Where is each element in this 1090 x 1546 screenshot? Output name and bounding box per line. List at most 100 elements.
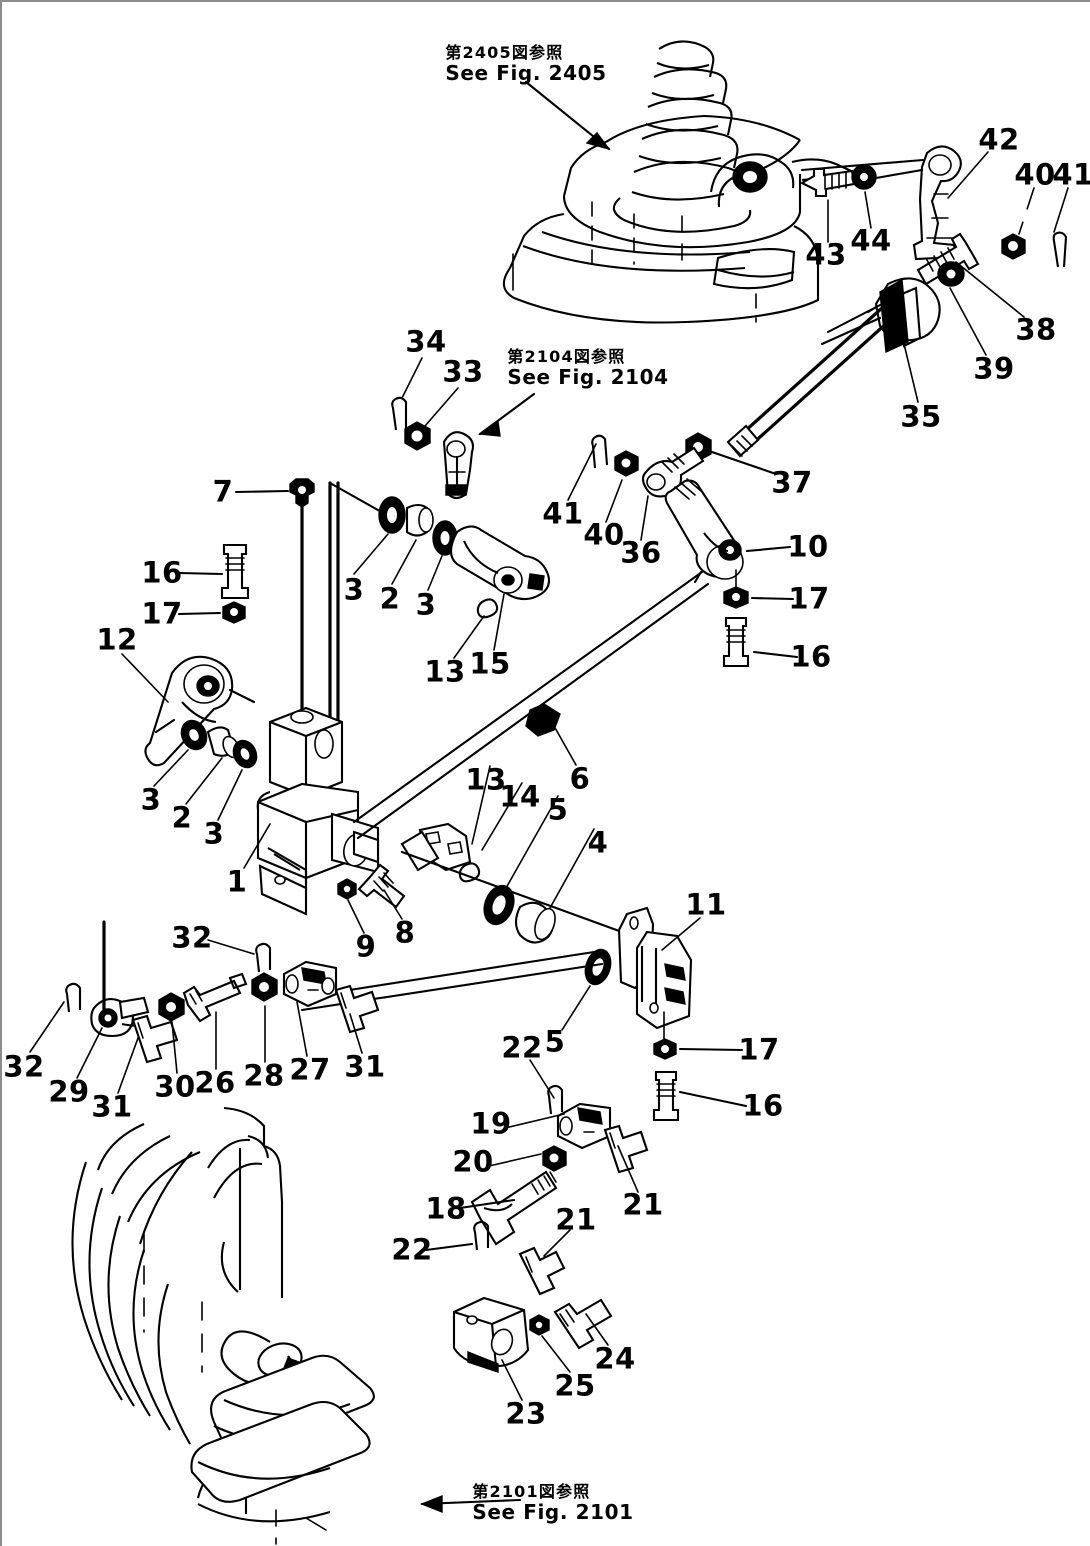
part-23-housing <box>452 1296 530 1373</box>
part-1-bracket <box>256 706 380 916</box>
part-26-rod <box>182 972 248 1023</box>
part-14-clevis <box>400 822 472 872</box>
part-9-washer <box>337 878 357 900</box>
part-11-bracket <box>617 906 693 1043</box>
callout-12: 12 <box>96 622 138 657</box>
part-34-cotter-pin <box>391 396 408 431</box>
part-31-bolt-right-lower <box>334 984 380 1034</box>
callout-15: 15 <box>469 646 511 681</box>
callout-17: 17 <box>738 1032 780 1067</box>
callout-13: 13 <box>465 762 507 797</box>
callout-5: 5 <box>544 1024 566 1059</box>
part-39-washer <box>937 261 965 287</box>
callout-36: 36 <box>620 535 662 570</box>
callout-2: 2 <box>171 800 193 835</box>
callout-2: 2 <box>379 581 401 616</box>
callout-26: 26 <box>194 1065 236 1100</box>
callout-18: 18 <box>425 1191 467 1226</box>
part-13-snapring-a <box>476 598 499 619</box>
part-33-nut <box>404 421 431 451</box>
callout-41: 41 <box>1052 157 1090 192</box>
callout-30: 30 <box>154 1069 196 1104</box>
leader-lines <box>29 80 1069 1514</box>
part-17-washer-bracket11 <box>653 1038 677 1060</box>
callout-10: 10 <box>787 529 829 564</box>
callout-9: 9 <box>355 929 377 964</box>
part-6-pin <box>525 703 561 737</box>
part-19-joint <box>556 1102 612 1150</box>
part-43-bolt-case <box>799 167 856 198</box>
part-2-spacer-l <box>206 726 240 759</box>
callout-16: 16 <box>790 639 832 674</box>
part-7-pin <box>289 478 315 726</box>
part-40-nut-top <box>1001 233 1026 260</box>
callout-22: 22 <box>501 1030 543 1065</box>
callout-42: 42 <box>978 122 1020 157</box>
reference-note-2405-english: See Fig. 2405 <box>445 60 607 85</box>
part-10-bellcrank <box>664 478 744 584</box>
callout-5: 5 <box>547 792 569 827</box>
part-20-nut <box>542 1145 567 1172</box>
reference-note-2104-english: See Fig. 2104 <box>507 364 669 389</box>
callout-32: 32 <box>3 1049 45 1084</box>
part-27-joint <box>282 960 338 1008</box>
part-16-bolt-left <box>220 543 250 600</box>
part-16-bolt-right <box>722 616 750 668</box>
reference-note-2101-english: See Fig. 2101 <box>472 1499 634 1524</box>
callout-19: 19 <box>470 1106 512 1141</box>
callout-25: 25 <box>554 1368 596 1403</box>
part-30-nut <box>158 992 185 1022</box>
callout-35: 35 <box>900 399 942 434</box>
callout-44: 44 <box>850 223 892 258</box>
callout-38: 38 <box>1015 312 1057 347</box>
callout-13: 13 <box>424 654 466 689</box>
part-8-bolt <box>357 863 406 909</box>
callout-7: 7 <box>212 474 234 509</box>
part-24-bolt <box>553 1298 613 1350</box>
callout-8: 8 <box>394 915 416 950</box>
callout-21: 21 <box>622 1187 664 1222</box>
bracket-plate-triangle <box>328 481 387 764</box>
rod-threaded-end <box>726 424 760 458</box>
part-25-washer <box>529 1314 550 1336</box>
callout-33: 33 <box>442 354 484 389</box>
part-12-link <box>144 655 256 767</box>
part-3-bushing-u1 <box>378 496 406 534</box>
part-18-rod <box>470 1170 558 1246</box>
part-41-cotter-pin-mid <box>591 434 609 469</box>
callout-39: 39 <box>973 351 1015 386</box>
callout-24: 24 <box>594 1341 636 1376</box>
callout-20: 20 <box>452 1144 494 1179</box>
part-3-bushing-l2 <box>232 739 258 769</box>
callout-3: 3 <box>343 572 365 607</box>
callout-16: 16 <box>141 555 183 590</box>
reference-note-2104: 第2104図参照 See Fig. 2104 <box>507 347 669 389</box>
part-15-lever <box>449 525 551 601</box>
callout-32: 32 <box>171 920 213 955</box>
reference-note-2405-japanese: 第2405図参照 <box>445 43 564 62</box>
part-17-washer-right <box>723 569 749 609</box>
part-32-cotter-left <box>65 982 82 1013</box>
part-22-cotter-lower <box>473 1220 490 1251</box>
part-29-rod-end-left <box>90 920 150 1038</box>
callout-17: 17 <box>141 596 183 631</box>
joint-2104 <box>442 431 475 500</box>
callout-40: 40 <box>583 517 625 552</box>
callout-16: 16 <box>742 1088 784 1123</box>
callout-3: 3 <box>415 587 437 622</box>
callout-34: 34 <box>405 324 447 359</box>
callout-31: 31 <box>91 1089 133 1124</box>
callout-37: 37 <box>771 465 813 500</box>
part-40-nut-mid <box>614 450 639 477</box>
reference-note-2104-japanese: 第2104図参照 <box>507 347 626 366</box>
part-28-nut <box>251 972 278 1002</box>
callout-28: 28 <box>243 1058 285 1093</box>
callout-1: 1 <box>226 864 248 899</box>
part-17-washer-left <box>222 601 246 624</box>
callout-29: 29 <box>48 1074 90 1109</box>
part-35-rod-end-body <box>742 277 941 448</box>
part-3-bushing-l1 <box>180 719 208 751</box>
callout-11: 11 <box>685 887 727 922</box>
